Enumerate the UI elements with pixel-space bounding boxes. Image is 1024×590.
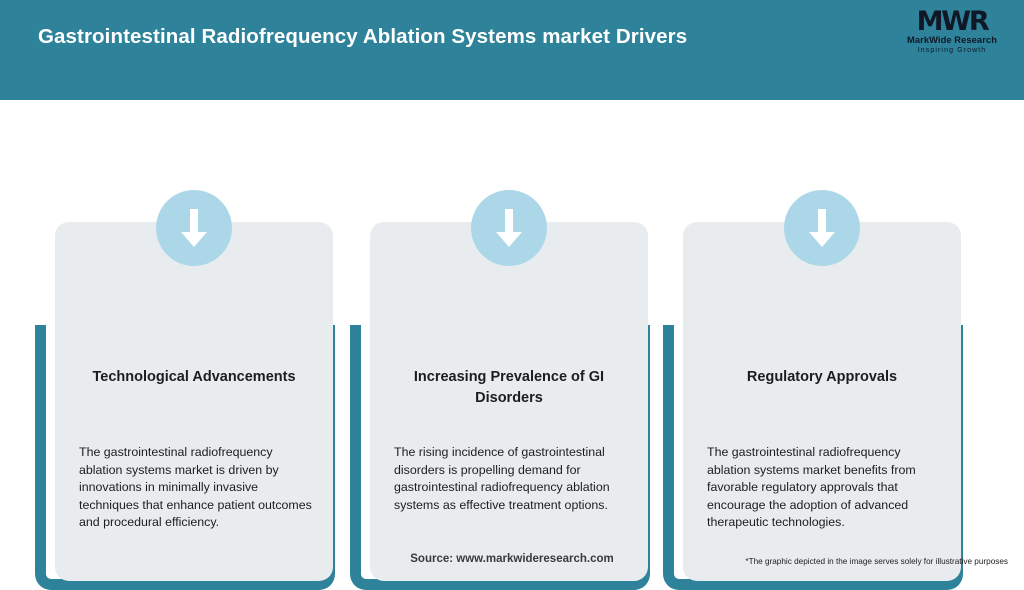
card-title: Regulatory Approvals — [746, 369, 898, 385]
logo-tagline: Inspiring Growth — [917, 47, 987, 54]
source-label: Source: www.markwideresearch.com — [410, 553, 614, 565]
logo-monogram: MWR — [916, 6, 990, 37]
card-surface: Regulatory Approvals The gastrointestina… — [683, 222, 961, 581]
card-body-text: The gastrointestinal radiofrequency abla… — [79, 445, 312, 529]
card-body-text: The gastrointestinal radiofrequency abla… — [707, 445, 916, 529]
down-arrow-icon — [156, 190, 232, 266]
drivers-card-group: Technological Advancements The gastroint… — [0, 100, 1024, 590]
card-surface: Increasing Prevalence of GI Disorders Th… — [370, 222, 648, 581]
brand-logo: MWR MarkWide Research Inspiring Growth — [896, 8, 1008, 62]
card-body-text: The rising incidence of gastrointestinal… — [394, 445, 610, 512]
driver-card-2: Increasing Prevalence of GI Disorders Th… — [350, 145, 650, 590]
down-arrow-icon — [784, 190, 860, 266]
card-surface: Technological Advancements The gastroint… — [55, 222, 333, 581]
driver-card-3: Regulatory Approvals The gastrointestina… — [663, 145, 963, 590]
header-bar: Gastrointestinal Radiofrequency Ablation… — [0, 0, 1024, 100]
page-title: Gastrointestinal Radiofrequency Ablation… — [38, 25, 688, 48]
driver-card-1: Technological Advancements The gastroint… — [35, 145, 335, 590]
logo-company-name: MarkWide Research — [907, 35, 997, 45]
down-arrow-icon — [471, 190, 547, 266]
card-title: Technological Advancements — [92, 369, 296, 385]
disclaimer-note: *The graphic depicted in the image serve… — [745, 557, 1008, 566]
card-title: Increasing Prevalence of GI Disorders — [413, 369, 605, 406]
